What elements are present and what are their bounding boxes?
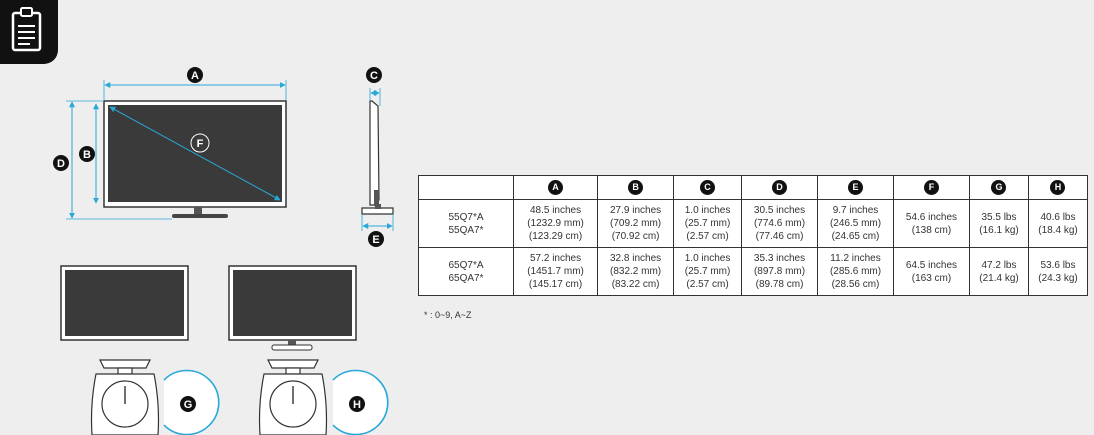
- cell-c: 1.0 inches (25.7 mm) (2.57 cm): [673, 199, 742, 248]
- badge-g: G: [180, 396, 196, 412]
- cell-d: 35.3 inches (897.8 mm) (89.78 cm): [740, 247, 819, 296]
- cell-a: 48.5 inches (1232.9 mm) (123.29 cm): [512, 199, 599, 248]
- cell-e: 9.7 inches (246.5 mm) (24.65 cm): [817, 199, 894, 248]
- cell-a: 57.2 inches (1451.7 mm) (145.17 cm): [512, 247, 599, 296]
- footnote: * : 0~9, A~Z: [424, 310, 472, 320]
- cell-b: 27.9 inches (709.2 mm) (70.92 cm): [597, 199, 675, 248]
- header-c: C: [673, 175, 742, 200]
- badge-e: E: [368, 231, 384, 247]
- header-d: D: [740, 175, 819, 200]
- badge-f: F: [190, 133, 210, 153]
- header-a: A: [512, 175, 599, 200]
- model-cell: 65Q7*A 65QA7*: [418, 247, 514, 296]
- svg-text:G: G: [184, 399, 193, 411]
- svg-text:H: H: [353, 399, 361, 411]
- cell-g: 35.5 lbs (16.1 kg): [969, 199, 1029, 248]
- tv-no-stand: [60, 265, 189, 341]
- header-e: E: [817, 175, 894, 200]
- svg-text:E: E: [372, 234, 379, 246]
- tv-with-stand: [228, 265, 357, 351]
- table-row: 55Q7*A 55QA7* 48.5 inches (1232.9 mm) (1…: [418, 199, 1089, 248]
- svg-text:C: C: [370, 70, 378, 82]
- badge-d: D: [53, 155, 69, 171]
- weighing-scale-h: [258, 359, 328, 435]
- header-b: B: [597, 175, 675, 200]
- cell-f: 54.6 inches (138 cm): [892, 199, 971, 248]
- svg-text:A: A: [191, 70, 199, 82]
- svg-text:D: D: [57, 158, 65, 170]
- badge-a: A: [187, 67, 203, 83]
- header-h: H: [1027, 175, 1089, 200]
- header-model: [418, 175, 514, 200]
- cell-f: 64.5 inches (163 cm): [892, 247, 971, 296]
- header-f: F: [892, 175, 971, 200]
- table-header-row: A B C D E F G H: [418, 175, 1089, 200]
- table-row: 65Q7*A 65QA7* 57.2 inches (1451.7 mm) (1…: [418, 247, 1089, 296]
- svg-text:B: B: [83, 149, 91, 161]
- cell-h: 40.6 lbs (18.4 kg): [1027, 199, 1089, 248]
- badge-h: H: [349, 396, 365, 412]
- svg-text:F: F: [197, 138, 204, 150]
- cell-h: 53.6 lbs (24.3 kg): [1027, 247, 1089, 296]
- dimension-f-line: [109, 106, 281, 201]
- badge-c: C: [366, 67, 382, 83]
- dimensions-table: A B C D E F G H 55Q7*A 55QA7* 48.5 inche…: [418, 175, 1089, 296]
- weighing-scale-g: [90, 359, 160, 435]
- cell-c: 1.0 inches (25.7 mm) (2.57 cm): [673, 247, 742, 296]
- cell-b: 32.8 inches (832.2 mm) (83.22 cm): [597, 247, 675, 296]
- model-cell: 55Q7*A 55QA7*: [418, 199, 514, 248]
- side-view-tv: [361, 100, 394, 215]
- cell-g: 47.2 lbs (21.4 kg): [969, 247, 1029, 296]
- cell-e: 11.2 inches (285.6 mm) (28.56 cm): [817, 247, 894, 296]
- badge-b: B: [79, 146, 95, 162]
- clipboard-icon-box: [0, 0, 58, 64]
- header-g: G: [969, 175, 1029, 200]
- clipboard-icon: [11, 7, 42, 52]
- cell-d: 30.5 inches (774.6 mm) (77.46 cm): [740, 199, 819, 248]
